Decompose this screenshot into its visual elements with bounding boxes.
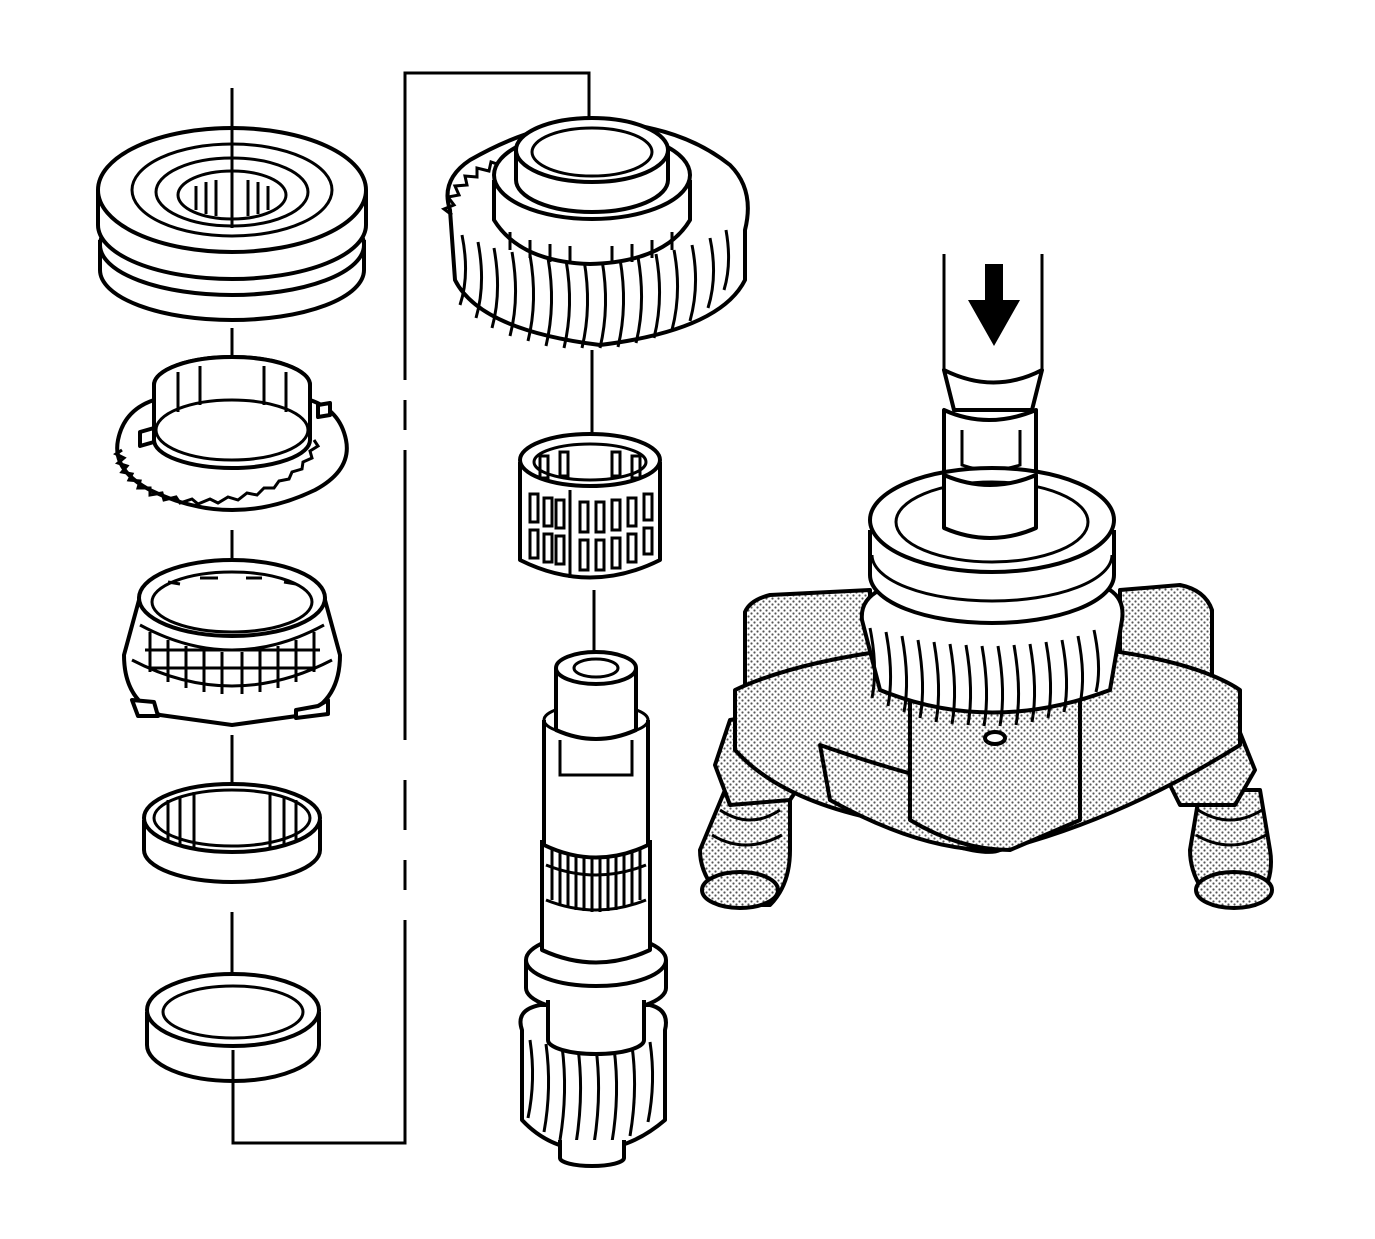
- down-arrow-icon: [968, 264, 1020, 346]
- fixture-icon: [698, 466, 1274, 910]
- helical-gear-icon: [440, 116, 750, 349]
- sleeve-hub-icon: [96, 88, 368, 322]
- race-icon: [145, 972, 321, 1083]
- splined-shaft-icon: [518, 650, 668, 1168]
- cone-ring-icon: [122, 558, 342, 727]
- needle-bearing-icon: [518, 432, 662, 580]
- toothed-ring-icon: [113, 355, 349, 512]
- ring-icon: [142, 782, 322, 884]
